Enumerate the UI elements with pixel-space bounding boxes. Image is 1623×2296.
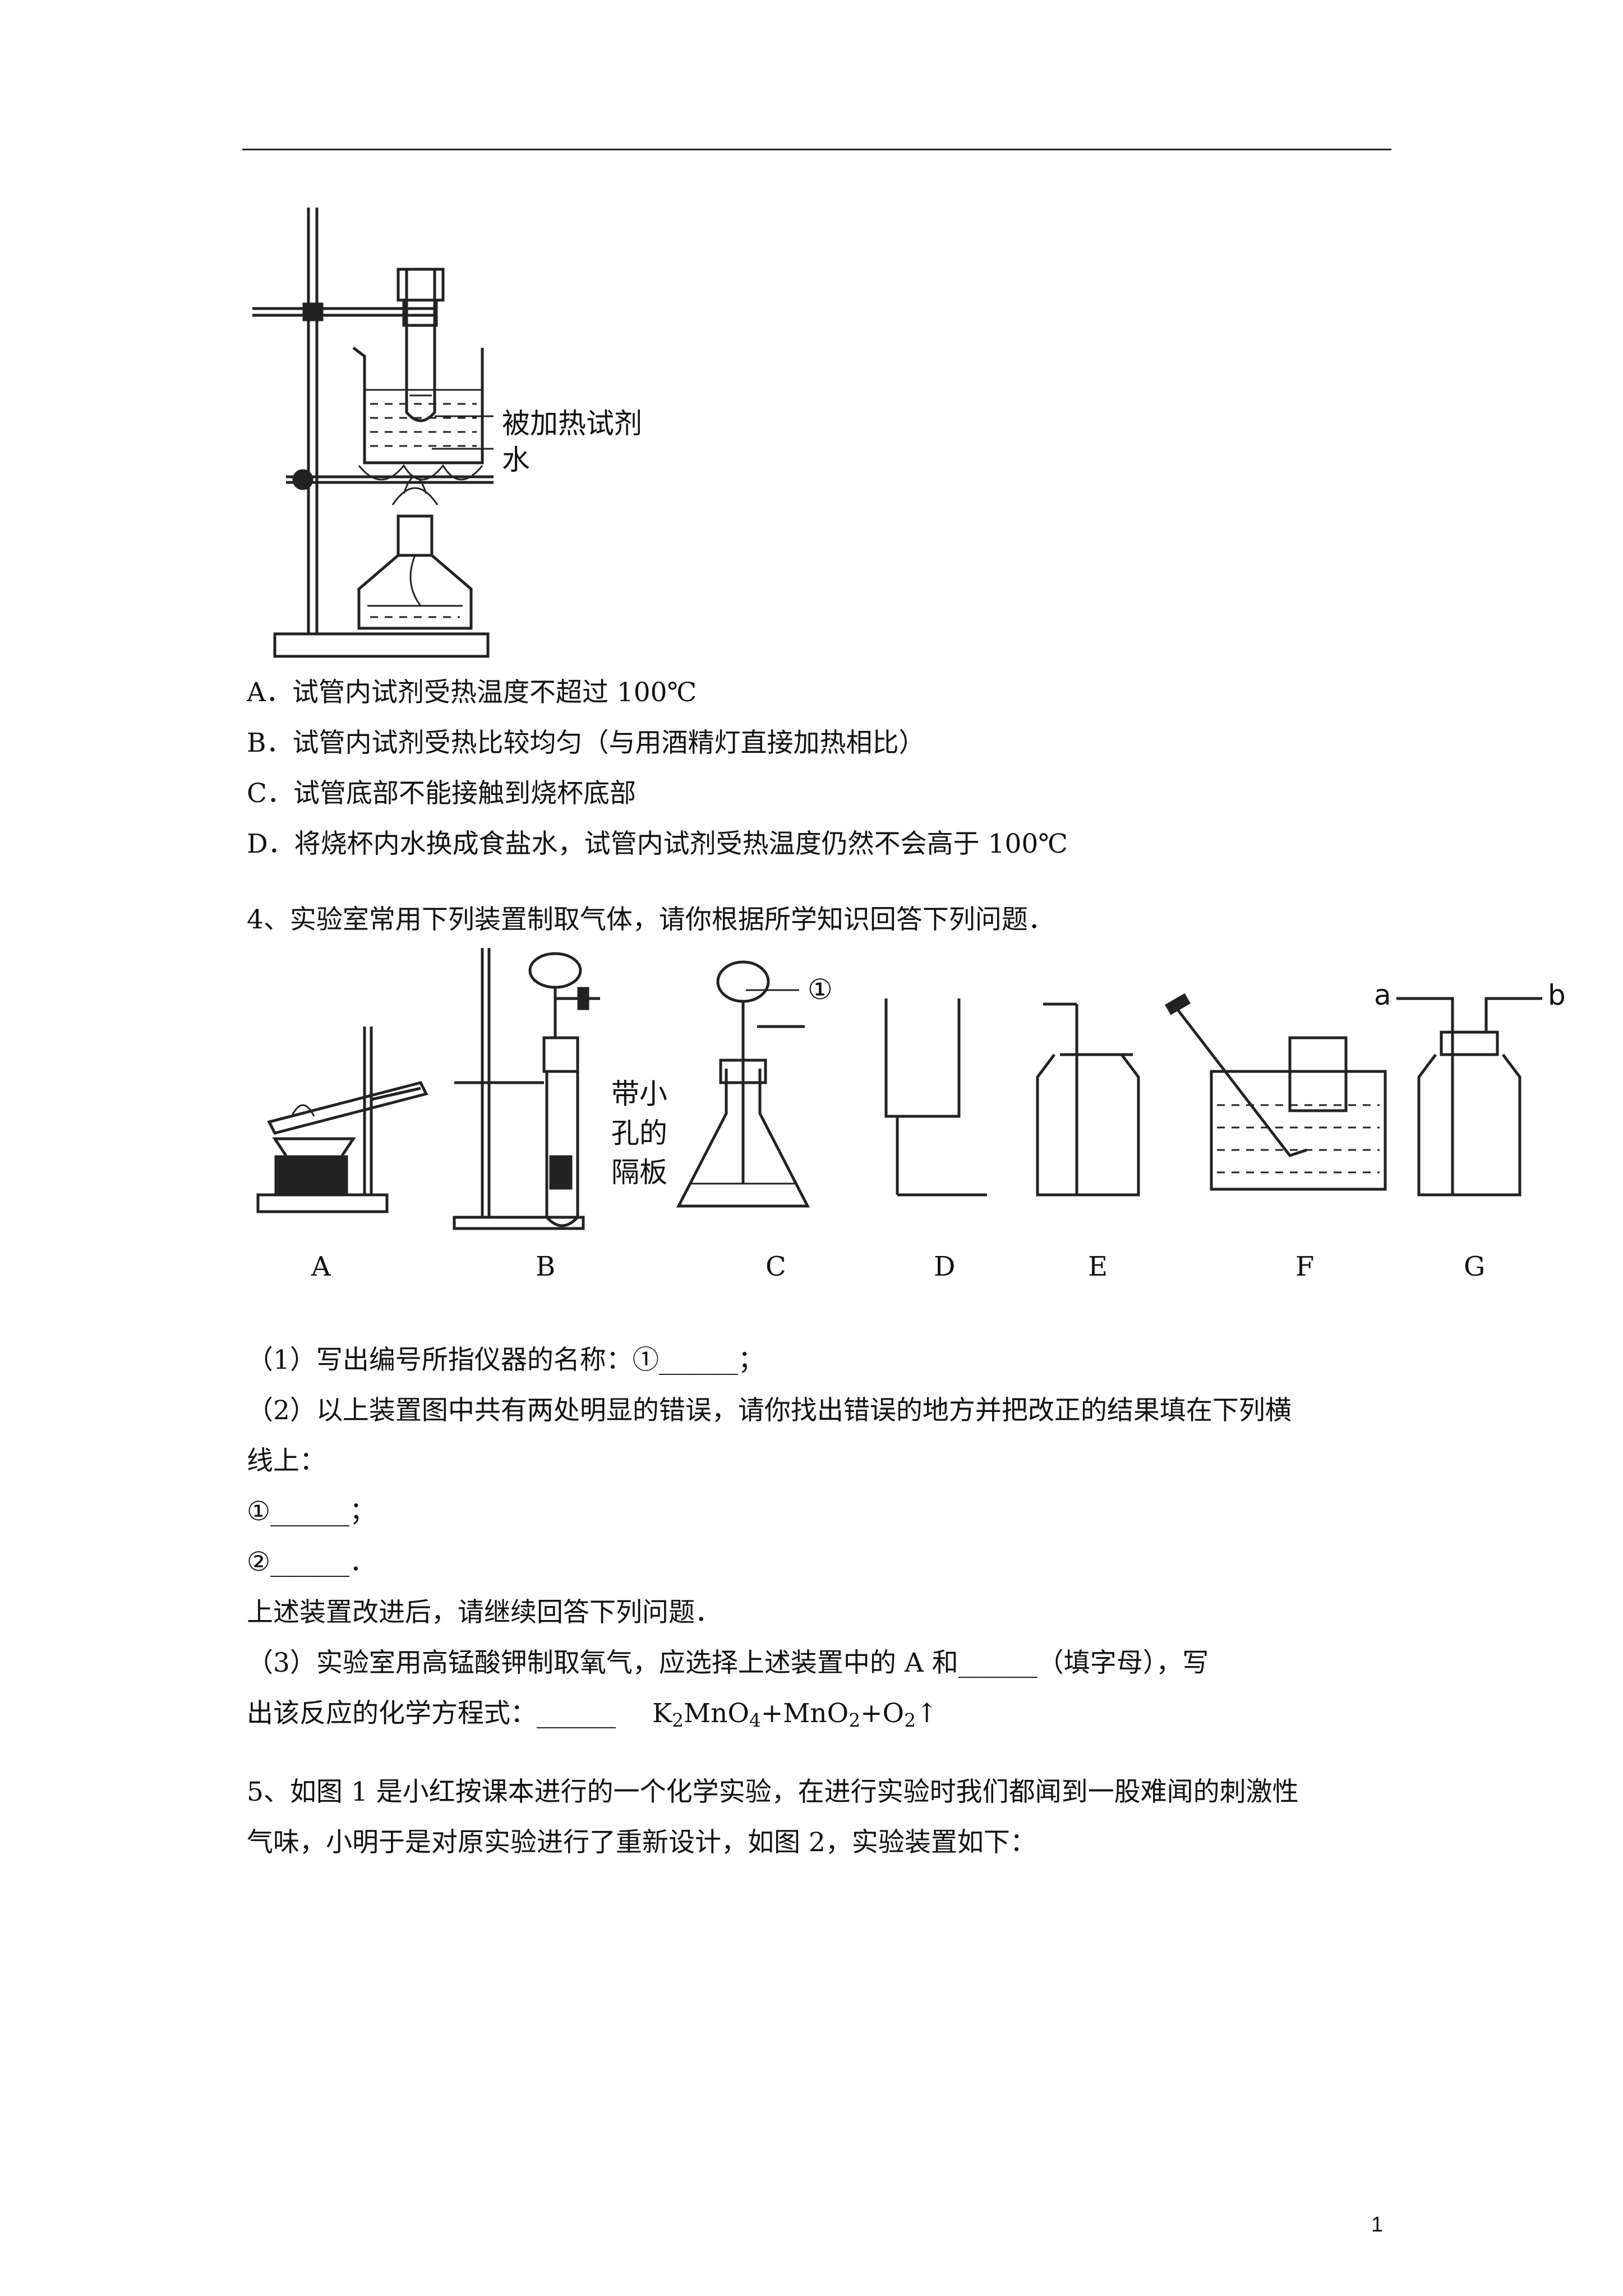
caption-d: D: [934, 1251, 956, 1282]
label-b-line2: 孔的: [611, 1117, 667, 1149]
page-number: 1: [1371, 2213, 1384, 2237]
apparatus-b: [453, 948, 600, 1230]
label-b-line3: 隔板: [611, 1156, 667, 1189]
gas-apparatus-figure: [256, 948, 1542, 1230]
apparatus-e: [1036, 1002, 1140, 1197]
label-heated-reagent: 被加热试剂: [502, 407, 642, 440]
q4-sub2-line1: （2）以上装置图中共有两处明显的错误，请你找出错误的地方并把改正的结果填在下列横: [247, 1395, 1292, 1426]
q5-line1: 5、如图 1 是小红按课本进行的一个化学实验，在进行实验时我们都闻到一股难闻的刺…: [247, 1777, 1299, 1807]
water-bath-apparatus-figure: [252, 208, 494, 658]
label-c-marker: ①: [808, 973, 833, 1006]
apparatus-g: [1396, 997, 1542, 1197]
apparatus-c: [676, 960, 810, 1208]
option-c: C．试管底部不能接触到烧杯底部: [247, 778, 636, 809]
caption-g: G: [1464, 1251, 1486, 1282]
label-g-a: a: [1374, 979, 1391, 1011]
q4-blank1: ①______；: [247, 1496, 376, 1527]
apparatus-d: [884, 999, 987, 1197]
q4-sub3-line2: 出该反应的化学方程式：______ K2MnO4+MnO2+O2↑: [247, 1697, 938, 1731]
caption-b: B: [536, 1251, 556, 1282]
q4-after: 上述装置改进后，请继续回答下列问题．: [247, 1597, 721, 1628]
caption-a: A: [311, 1251, 331, 1282]
caption-e: E: [1088, 1251, 1108, 1282]
gas-arrow: ↑: [916, 1698, 938, 1729]
q4-blank2: ②______．: [247, 1547, 376, 1577]
apparatus-a: [256, 1027, 428, 1213]
option-a: A．试管内试剂受热温度不超过 100℃: [247, 677, 697, 708]
label-water: 水: [502, 444, 530, 476]
label-g-b: b: [1548, 979, 1566, 1011]
equation-prefix: 出该反应的化学方程式：______: [247, 1698, 616, 1729]
chemical-equation: K2MnO4+MnO2+O2↑: [652, 1698, 938, 1732]
caption-f: F: [1295, 1251, 1315, 1282]
q4-sub2-line2: 线上：: [247, 1446, 326, 1476]
caption-c: C: [766, 1251, 786, 1282]
q4-sub1: （1）写出编号所指仪器的名称：①______；: [247, 1345, 764, 1375]
header-rule: [242, 149, 1391, 150]
q4-sub3-line1: （3）实验室用高锰酸钾制取氧气，应选择上述装置中的 A 和______（填字母）…: [247, 1648, 1209, 1678]
option-d: D．将烧杯内水换成食盐水，试管内试剂受热温度仍然不会高于 100℃: [247, 829, 1068, 859]
q5-line2: 气味，小明于是对原实验进行了重新设计，如图 2，实验装置如下：: [247, 1827, 1036, 1858]
q4-stem: 4、实验室常用下列装置制取气体，请你根据所学知识回答下列问题．: [247, 904, 1054, 935]
label-b-line1: 带小: [611, 1078, 667, 1110]
apparatus-f: [1164, 993, 1387, 1191]
option-b: B．试管内试剂受热比较均匀（与用酒精灯直接加热相比）: [247, 728, 925, 758]
